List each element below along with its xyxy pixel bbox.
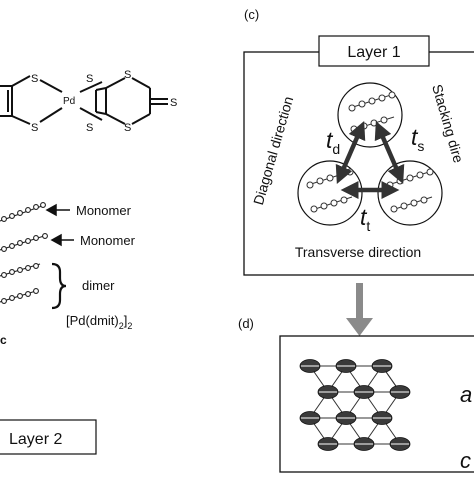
molecule-dimer-lower [0,288,39,304]
monomer-arrow-2 [50,233,74,247]
molecule-dimer-upper [0,263,41,278]
td-label: td [326,127,340,157]
axis-c-label: c [460,448,471,473]
atom-s: S [86,73,93,85]
layer2-box [0,419,97,455]
atom-pd: Pd [63,96,75,107]
dimer-brace [51,262,67,310]
atom-s: S [124,122,131,134]
structure-atom-labels: S S Pd S S S S S [31,69,177,134]
arrow-td [335,121,366,184]
panel-c-label: (c) [244,7,259,22]
axis-letter-c: c [0,333,7,347]
atom-s: S [124,69,131,81]
atom-s: S [31,73,38,85]
panel-link-arrow [346,283,373,336]
panel-d-label: (d) [238,316,254,331]
ts-label: ts [411,124,424,154]
atom-s: S [170,97,177,109]
dimer-label: dimer [82,278,115,293]
molecule-stack [0,202,48,304]
down-arrow-icon [346,318,373,336]
monomer-arrow-1 [45,203,70,217]
panel-d-frame [279,335,474,473]
axis-a-label: a [460,382,472,407]
layer1-title-box [318,35,430,67]
layer1-title: Layer 1 [347,44,400,61]
atom-s: S [31,122,38,134]
pd-dmit-structure [0,75,168,125]
lattice-dimer-stripes [301,365,409,445]
molecule-monomer-1 [0,202,46,222]
arrowhead-icon [45,203,57,217]
transverse-direction-label: Transverse direction [295,244,421,260]
molecule-monomer-2 [0,233,48,252]
transfer-arrows [335,121,405,199]
atom-s: S [86,122,93,134]
monomer-label: Monomer [76,203,132,218]
monomer-label: Monomer [80,233,136,248]
arrowhead-icon [50,233,62,247]
tt-label: tt [360,204,370,234]
formula-label: [Pd(dmit)2]2 [66,313,132,331]
layer2-label: Layer 2 [9,431,62,448]
arrow-ts [374,121,405,184]
